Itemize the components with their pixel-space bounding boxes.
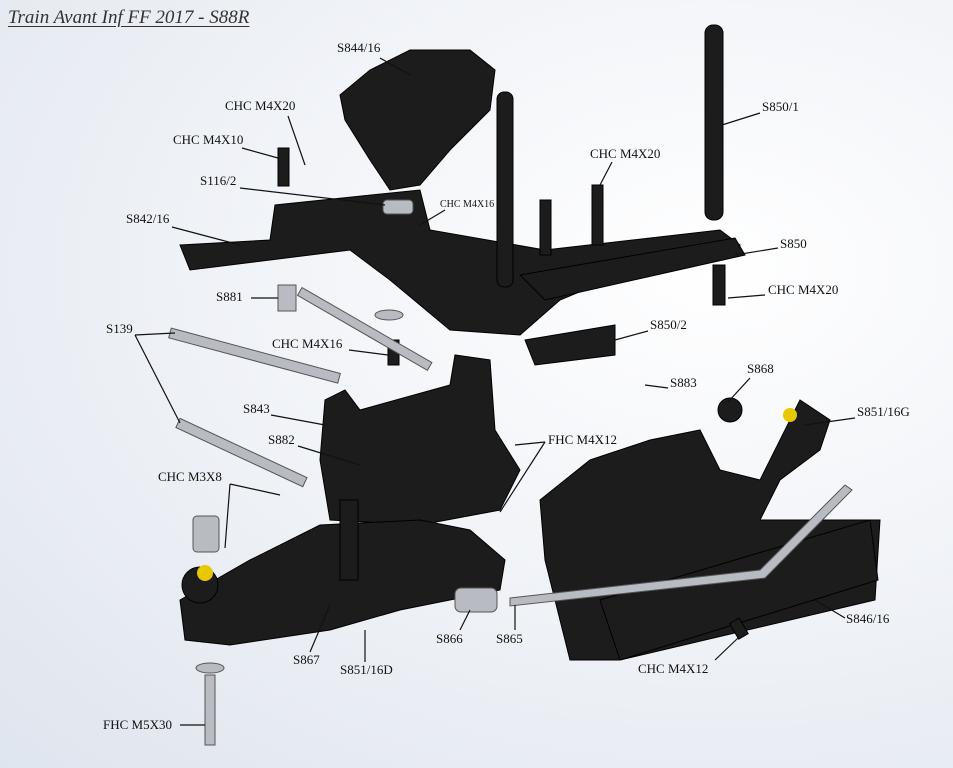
screw-chc-m4x10 — [277, 147, 290, 187]
label-s851-16g: S851/16G — [857, 404, 910, 419]
screw-chc-m4x20-b — [539, 199, 552, 256]
brass-bushing-left — [197, 565, 213, 581]
part-s868 — [717, 397, 743, 423]
part-post — [496, 91, 514, 288]
label-chc-m4x20-mid: CHC M4X20 — [590, 146, 661, 161]
post-s867 — [339, 499, 359, 581]
label-s883: S883 — [670, 375, 697, 390]
label-chc-m3x8: CHC M3X8 — [158, 469, 222, 484]
rod-s139-b — [175, 417, 308, 488]
label-s882: S882 — [268, 432, 295, 447]
screw-fhc-m5x30 — [204, 674, 216, 746]
part-s846-16 — [599, 519, 879, 661]
label-fhc-m4x12: FHC M4X12 — [548, 432, 617, 447]
part-s850-2 — [524, 324, 616, 366]
rod-s865 — [509, 484, 853, 607]
label-s850: S850 — [780, 236, 807, 251]
label-chc-m4x20-top: CHC M4X20 — [225, 98, 296, 113]
label-s866: S866 — [436, 631, 463, 646]
label-s865: S865 — [496, 631, 523, 646]
spacer-s881 — [277, 284, 297, 312]
label-s851-16d: S851/16D — [340, 662, 393, 677]
label-fhc-m5x30: FHC M5X30 — [103, 717, 172, 732]
label-s868: S868 — [747, 361, 774, 376]
label-s850-2: S850/2 — [650, 317, 687, 332]
label-s116-2: S116/2 — [200, 173, 237, 188]
label-s881: S881 — [216, 289, 243, 304]
part-s844-16 — [339, 49, 496, 191]
brass-bushing-right — [783, 408, 797, 422]
diagram-title: Train Avant Inf FF 2017 - S88R — [8, 7, 250, 28]
leader-lines — [134, 57, 856, 726]
screw-chc-m4x12 — [728, 617, 749, 640]
label-chc-m4x12: CHC M4X12 — [638, 661, 709, 676]
label-chc-m4x20-right: CHC M4X20 — [768, 282, 839, 297]
rod-pin — [296, 286, 433, 372]
label-s850-1: S850/1 — [762, 99, 799, 114]
part-s116-2 — [382, 199, 414, 215]
label-s843: S843 — [243, 401, 270, 416]
label-chc-m4x16-small: CHC M4X16 — [440, 199, 495, 210]
label-s842-16: S842/16 — [126, 211, 170, 226]
label-chc-m4x16: CHC M4X16 — [272, 336, 343, 351]
label-s867: S867 — [293, 652, 320, 667]
bushing — [192, 515, 220, 553]
part-s843 — [319, 354, 521, 526]
part-s850-1 — [704, 24, 724, 221]
part-s851-16d — [179, 519, 506, 646]
part-s866 — [454, 587, 498, 613]
label-s846-16: S846/16 — [846, 611, 890, 626]
screw-chc-m4x20 — [591, 184, 604, 246]
label-s844-16: S844/16 — [337, 40, 381, 55]
washer-upper — [374, 309, 404, 321]
part-s850 — [518, 237, 746, 301]
label-s139: S139 — [106, 321, 133, 336]
washer-lower — [195, 662, 225, 674]
screw-chc-m4x20-c — [712, 264, 726, 306]
label-chc-m4x10: CHC M4X10 — [173, 132, 244, 147]
